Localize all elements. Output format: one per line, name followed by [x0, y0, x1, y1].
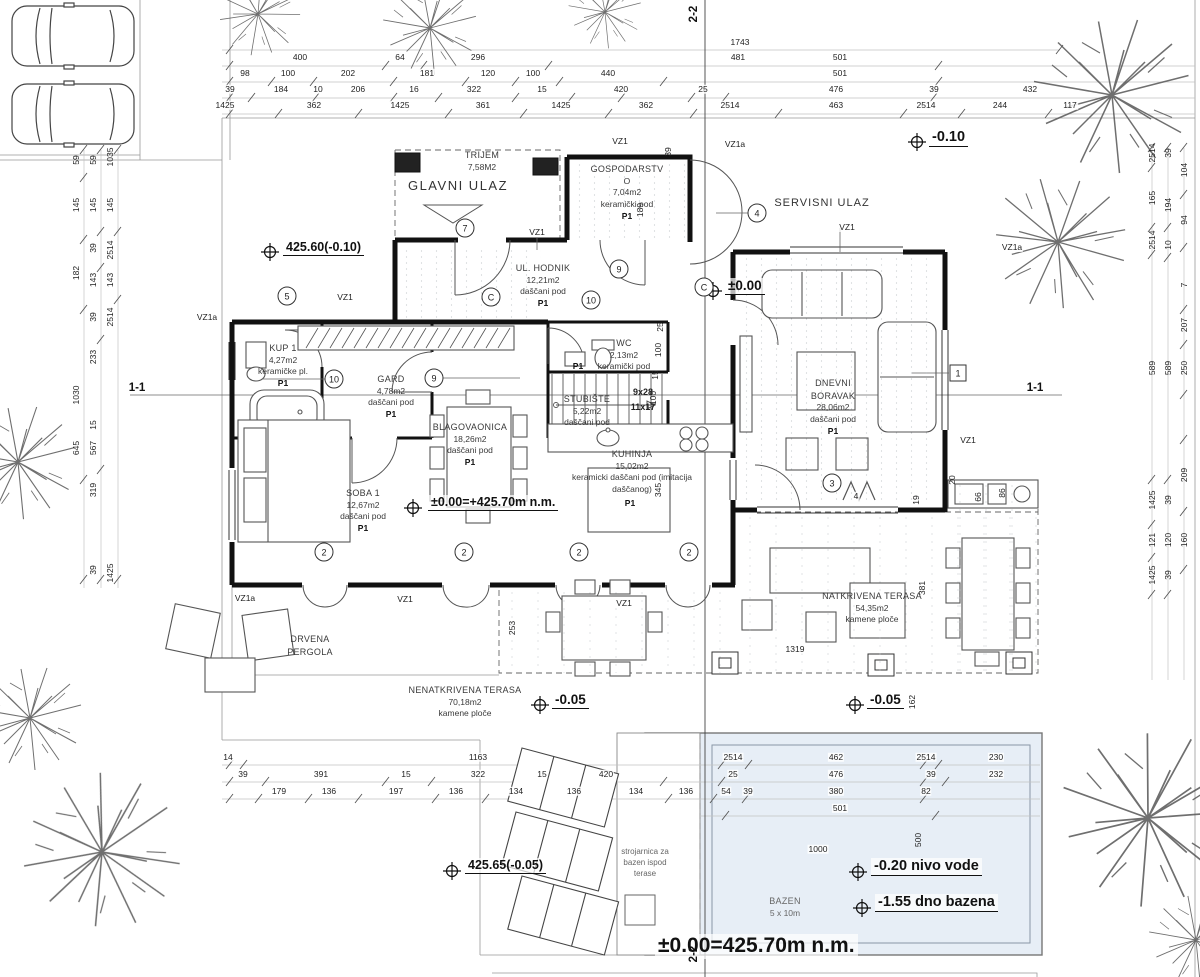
room-label-servisni-ulaz: SERVISNI ULAZ [774, 197, 870, 209]
room-label-blagovaonica: BLAGOVAONICA 18,26m2 daščani pod P1 [432, 422, 508, 468]
entrance-arrow [422, 204, 484, 224]
elevation-zero-interior: ±0.00=+425.70m n.m. [428, 495, 559, 511]
wall-type-label-vz1: VZ1 [838, 222, 856, 232]
car [11, 80, 135, 148]
floor-mark-wc: P1 [572, 361, 584, 371]
room-label-stubiste: STUBIŠTE 5,22m2 daščani pod [563, 394, 611, 428]
walls-layer [228, 152, 949, 588]
room-label-wc: WC 2,13m2 keramički pod [597, 338, 651, 372]
pool [616, 732, 1043, 956]
ref-bubble-c: C [481, 287, 501, 307]
room-label-bazen: BAZEN 5 x 10m [769, 896, 801, 918]
column-base [1005, 651, 1033, 675]
tv-cabinet [739, 335, 753, 433]
room-label-dnevni-boravak: DNEVNI BORAVAK 28,06m2 daščani pod P1 [810, 378, 856, 436]
dimension-ticks [79, 44, 1188, 821]
section-label-1-1-left: 1-1 [128, 382, 146, 394]
room-label-gard: GARD 4,78m2 daščani pod P1 [368, 374, 414, 420]
elevation-pool-bottom: -1.55 dno bazena [875, 894, 998, 912]
car [11, 2, 135, 70]
ref-bubble-2: 2 [454, 542, 474, 562]
elevation-minus-005-left: -0.05 [552, 692, 589, 709]
ref-bubble-2: 2 [314, 542, 334, 562]
wall-type-label-vz1a: VZ1a [195, 312, 219, 322]
ref-bubble-9: 9 [609, 259, 629, 279]
wall-type-label-vz1: VZ1 [336, 292, 354, 302]
ref-bubble-7: 7 [455, 218, 475, 238]
ref-bubble-2: 2 [569, 542, 589, 562]
ref-bubble-c: C [694, 277, 714, 297]
room-label-nenatkrivena-terasa: NENATKRIVENA TERASA 70,18m2 kamene ploče [408, 685, 522, 719]
wall-type-label-vz1: VZ1 [611, 136, 629, 146]
terrace-dining-table [961, 537, 1015, 651]
room-label-strojarnica: strojarnica za bazen ispod terase [621, 847, 669, 879]
elevation-425-65: 425.65(-0.05) [465, 858, 547, 874]
room-label-natkrivena-terasa: NATKRIVENA TERASA 54,35m2 kamene ploče [822, 591, 922, 625]
porch-column [532, 157, 559, 176]
sink [246, 366, 266, 382]
elevation-datum-note: ±0.00=425.70m n.m. [655, 934, 858, 959]
ref-bubble-4: 4 [747, 203, 767, 223]
wall-type-label-vz1: VZ1 [528, 227, 546, 237]
wall-type-label-vz1: VZ1 [396, 594, 414, 604]
ref-bubble-10: 10 [581, 290, 601, 310]
section-label-2-2-top: 2-2 [688, 5, 700, 23]
column-base [711, 651, 739, 675]
stair-run-label-1: 9x28 [632, 387, 654, 397]
porch-column [394, 152, 421, 173]
solar-panels [501, 747, 620, 956]
section-label-1-1-right: 1-1 [1026, 382, 1044, 394]
dining-table [446, 406, 512, 508]
ref-bubble-3: 3 [822, 473, 842, 493]
ref-bubble-5: 5 [277, 286, 297, 306]
room-label-kup1: KUP 1 4,27m2 keramičke pl. P1 [257, 343, 309, 389]
wardrobe [297, 325, 515, 351]
room-label-soba1: SOBA 1 12,67m2 daščani pod P1 [340, 488, 386, 534]
dimension-lines-layer [83, 49, 1195, 817]
wall-type-label-vz1: VZ1 [959, 435, 977, 445]
elevation-zero-entry: ±0.00 [725, 278, 765, 295]
floor-mark-gospodarstvo: P1 [621, 211, 633, 221]
room-label-pergola: DRVENA PERGOLA [287, 634, 333, 657]
ref-bubble-1: 1 [949, 364, 967, 382]
section-label-2-2-bottom: 2-2 [688, 945, 700, 963]
elevation-minus-005-right: -0.05 [867, 692, 904, 709]
elevation-425-60: 425.60(-0.10) [283, 240, 365, 256]
ref-bubble-9: 9 [424, 368, 444, 388]
wall-type-label-vz1: VZ1 [615, 598, 633, 608]
elevation-minus-010: -0.10 [929, 129, 969, 147]
wall-type-label-vz1a: VZ1a [723, 139, 747, 149]
kitchen-island [587, 467, 671, 533]
wall-type-label-vz1a: VZ1a [233, 593, 257, 603]
room-label-glavni-ulaz: GLAVNI ULAZ [407, 178, 509, 193]
stairs [551, 374, 663, 436]
ref-bubble-2: 2 [679, 542, 699, 562]
room-label-ul-hodnik: UL. HODNIK 12,21m2 daščani pod P1 [515, 263, 571, 309]
stair-run-label-2: 11x17 [630, 402, 656, 412]
wall-type-label-vz1a: VZ1a [1000, 242, 1024, 252]
room-label-gospodarstvo: GOSPODARSTV O 7,04m2 keramički pod [590, 164, 664, 210]
column-base [867, 653, 895, 677]
floor-mark-kuhinja: P1 [624, 498, 636, 508]
elevation-water-level: -0.20 nivo vode [871, 858, 982, 876]
ref-bubble-10: 10 [324, 369, 344, 389]
sofa [761, 269, 883, 319]
room-label-kuhinja: KUHINJA 15,02m2 keramicki daščani pod (i… [572, 449, 692, 495]
